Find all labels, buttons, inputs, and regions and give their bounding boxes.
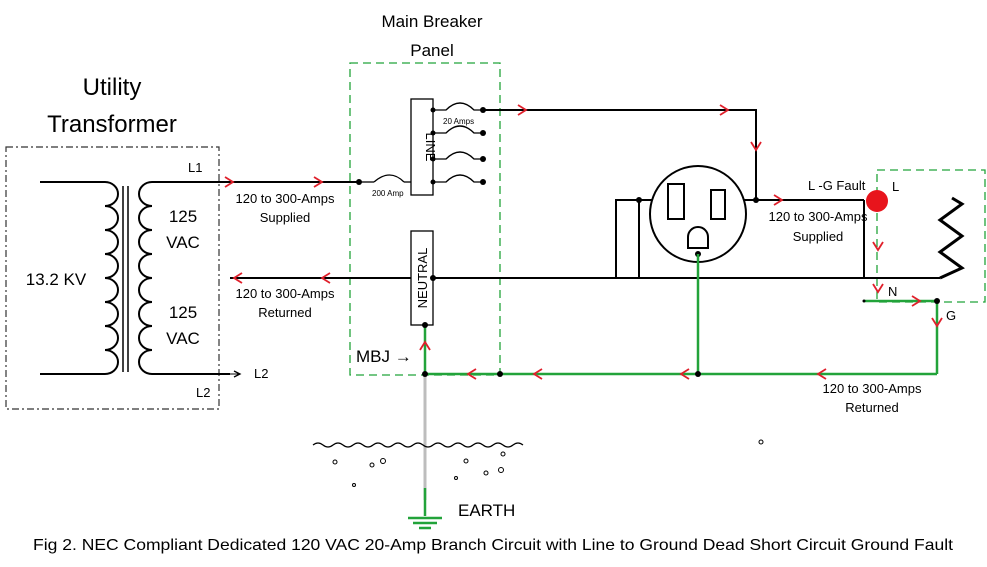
branch-breakers	[430, 102, 486, 185]
secondary-winding	[138, 181, 230, 375]
winding-bottom-value: 125	[169, 303, 197, 322]
winding-bottom-unit: VAC	[166, 329, 200, 348]
returned-current-label: 120 to 300-Amps	[235, 286, 335, 301]
primary-voltage: 13.2 KV	[26, 270, 87, 289]
ground-returned-label: Returned	[845, 400, 898, 415]
figure-caption: Fig 2. NEC Compliant Dedicated 120 VAC 2…	[33, 537, 954, 554]
arrow-l1-b	[313, 176, 324, 188]
load-resistor	[937, 196, 965, 280]
receptacle	[649, 165, 747, 263]
receptacle-neutral-slot	[667, 183, 685, 220]
current-arrows	[224, 104, 943, 380]
earth-label: EARTH	[458, 501, 515, 520]
transformer-title-line2: Transformer	[47, 111, 177, 138]
load-g-label: G	[946, 308, 956, 323]
receptacle-ground-hole	[687, 226, 709, 249]
arrow-mbj-up	[419, 340, 431, 351]
arrow-neutral-a	[232, 272, 243, 284]
arrow-load-ground-down	[931, 317, 943, 328]
arrow-neutral-b	[320, 272, 331, 284]
neutral-bus-label: NEUTRAL	[415, 248, 430, 309]
arrow-ground-c	[532, 368, 543, 380]
line-conductors	[230, 109, 865, 281]
neutral-jumper	[615, 199, 640, 278]
arrow-branch-down	[750, 141, 762, 152]
branch-hot-wire	[483, 109, 757, 200]
branch-breaker-label: 20 Amps	[443, 117, 474, 126]
line-bus	[410, 98, 434, 196]
load-ground-wire	[864, 299, 939, 374]
arrow-to-fault	[773, 194, 784, 206]
panel-title-line1: Main Breaker	[381, 12, 482, 31]
primary-winding	[40, 181, 119, 375]
utility-transformer: Utility Transformer 13.2 KV 125 VAC 125 …	[5, 74, 268, 410]
main-breaker-symbol	[373, 174, 405, 183]
earth: EARTH	[312, 439, 764, 520]
winding-top-value: 125	[169, 207, 197, 226]
arrow-fault-down-a	[872, 241, 884, 252]
line-bus-label: LINE	[423, 133, 438, 162]
returned-label: Returned	[258, 305, 311, 320]
mbj-label: MBJ →	[356, 347, 412, 366]
panel-title-line2: Panel	[410, 41, 453, 60]
receptacle-hot-slot	[710, 189, 726, 220]
supplied-label: Supplied	[260, 210, 311, 225]
current-labels: 120 to 300-Amps Supplied 120 to 300-Amps…	[235, 191, 922, 415]
arrow-branch-a	[517, 104, 528, 116]
fault-supplied-label: Supplied	[793, 229, 844, 244]
fault-point	[866, 190, 888, 212]
supplied-current-label: 120 to 300-Amps	[235, 191, 335, 206]
arrow-fault-down-b	[872, 283, 884, 294]
l2-label: L2	[196, 385, 210, 400]
load: L -G Fault L N G	[808, 169, 986, 323]
transformer-enclosure	[5, 146, 220, 410]
transformer-title-line1: Utility	[83, 74, 142, 101]
load-n-label: N	[888, 284, 897, 299]
arrow-load-ground	[911, 295, 922, 307]
load-l-label: L	[892, 179, 899, 194]
l2-right-label: L2	[254, 366, 268, 381]
ground-current-label: 120 to 300-Amps	[822, 381, 922, 396]
main-breaker-panel: Main Breaker Panel LINE NEUTRAL 200 Amp …	[349, 12, 501, 376]
arrow-ground-d	[466, 368, 477, 380]
fault-label: L -G Fault	[808, 178, 866, 193]
winding-top-unit: VAC	[166, 233, 200, 252]
arrow-branch-b	[719, 104, 730, 116]
arrow-ground-a	[816, 368, 827, 380]
l1-label: L1	[188, 160, 202, 175]
main-breaker-label: 200 Amp	[372, 189, 404, 198]
arrow-l1-a	[224, 176, 235, 188]
ground-surface	[312, 442, 524, 448]
arrow-ground-b	[679, 368, 690, 380]
fault-current-label: 120 to 300-Amps	[768, 209, 868, 224]
